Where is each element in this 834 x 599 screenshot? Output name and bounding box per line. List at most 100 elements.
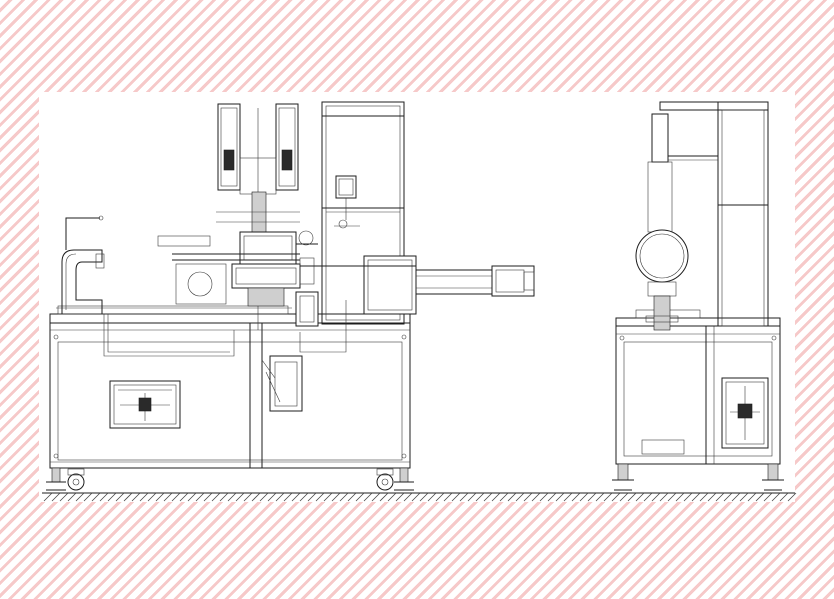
ground-hatch-mark [467,492,477,502]
ground-hatch-mark [131,492,141,502]
side-cylinder [295,230,319,327]
ground-hatch-mark [83,492,93,502]
side-tower [659,101,769,327]
ground-hatch-mark [739,492,749,502]
front-casters [46,467,414,491]
central-mechanism [157,103,301,330]
ground-hatch-mark [635,492,645,502]
ground-hatch-mark [139,492,149,502]
ground-hatch-mark [619,492,629,502]
ground-hatch-mark [59,492,69,502]
ground-hatch-mark [675,492,685,502]
ground-hatch-mark [499,492,509,502]
ground-hatch-mark [251,492,261,502]
ground-hatch-mark [603,492,613,502]
ground-hatch-mark [699,492,709,502]
ground-hatch-mark [443,492,453,502]
ground-hatch-mark [387,492,397,502]
ground-hatch-mark [99,492,109,502]
side-drum-assembly [635,113,689,331]
left-c-frame [61,215,105,314]
ground-hatch-mark [491,492,501,502]
ground-hatch-mark [627,492,637,502]
ground-line [42,492,797,502]
ground-hatch-mark [307,492,317,502]
ground-hatch-mark [475,492,485,502]
ground-hatch-mark [291,492,301,502]
ground-hatch-mark [123,492,133,502]
ground-hatch-mark [43,492,53,502]
ground-hatch-mark [339,492,349,502]
front-cabinet [49,322,411,469]
ground-hatch-mark [427,492,437,502]
side-feet [612,463,784,491]
ground-hatch-mark [115,492,125,502]
ground-hatch-mark [219,492,229,502]
ground-hatch-mark [267,492,277,502]
ground-hatch-mark [563,492,573,502]
ground-hatch-mark [203,492,213,502]
ground-hatch-mark [179,492,189,502]
ground-hatch-mark [315,492,325,502]
ground-hatch-mark [403,492,413,502]
ground-hatch-mark [451,492,461,502]
ground-hatch-mark [363,492,373,502]
ground-hatch-mark [763,492,773,502]
front-junction-box [261,355,303,412]
ground-hatch-mark [411,492,421,502]
ground-hatch-mark [163,492,173,502]
ground-hatch-mark [531,492,541,502]
ground-hatch-mark [707,492,717,502]
ground-hatch-mark [723,492,733,502]
side-tabletop [615,309,781,327]
ground-hatch-mark [195,492,205,502]
ground-hatch-mark [187,492,197,502]
ground-hatch-mark [323,492,333,502]
ground-hatch-mark [283,492,293,502]
ground-hatch-mark [547,492,557,502]
ground-hatch-mark [331,492,341,502]
ground-hatch-mark [75,492,85,502]
ground-hatch-mark [651,492,661,502]
ground-hatch-mark [747,492,757,502]
ground-hatch-mark [347,492,357,502]
ground-hatch-mark [171,492,181,502]
ground-hatch-mark [683,492,693,502]
linear-actuator [300,255,535,315]
ground-hatch-mark [155,492,165,502]
ground-hatch-mark [731,492,741,502]
ground-hatch-mark [755,492,765,502]
ground-hatch-mark [91,492,101,502]
ground-hatch-mark [523,492,533,502]
ground-hatch-mark [779,492,789,502]
ground-hatch-mark [771,492,781,502]
ground-hatch-mark [379,492,389,502]
ground-hatch-mark [459,492,469,502]
ground-hatch-mark [579,492,589,502]
ground-hatch-mark [67,492,77,502]
ground-hatch-mark [227,492,237,502]
ground-hatch-mark [571,492,581,502]
ground-hatch-mark [275,492,285,502]
ground-hatch-mark [611,492,621,502]
ground-hatch-mark [659,492,669,502]
ground-hatch-mark [299,492,309,502]
front-view [46,101,535,491]
front-label-plate [109,380,181,429]
ground-hatch-mark [259,492,269,502]
ground-hatch-mark [435,492,445,502]
side-view [612,101,784,491]
ground-hatch-mark [643,492,653,502]
side-access-panel [641,439,685,455]
ground-hatch-mark [691,492,701,502]
ground-hatch-mark [507,492,517,502]
ground-hatch-mark [555,492,565,502]
ground-hatch-mark [243,492,253,502]
ground-hatch-mark [211,492,221,502]
ground-hatch-mark [587,492,597,502]
ground-hatch-mark [419,492,429,502]
ground-hatch-mark [595,492,605,502]
ground-hatch-mark [395,492,405,502]
ground-hatch-mark [667,492,677,502]
